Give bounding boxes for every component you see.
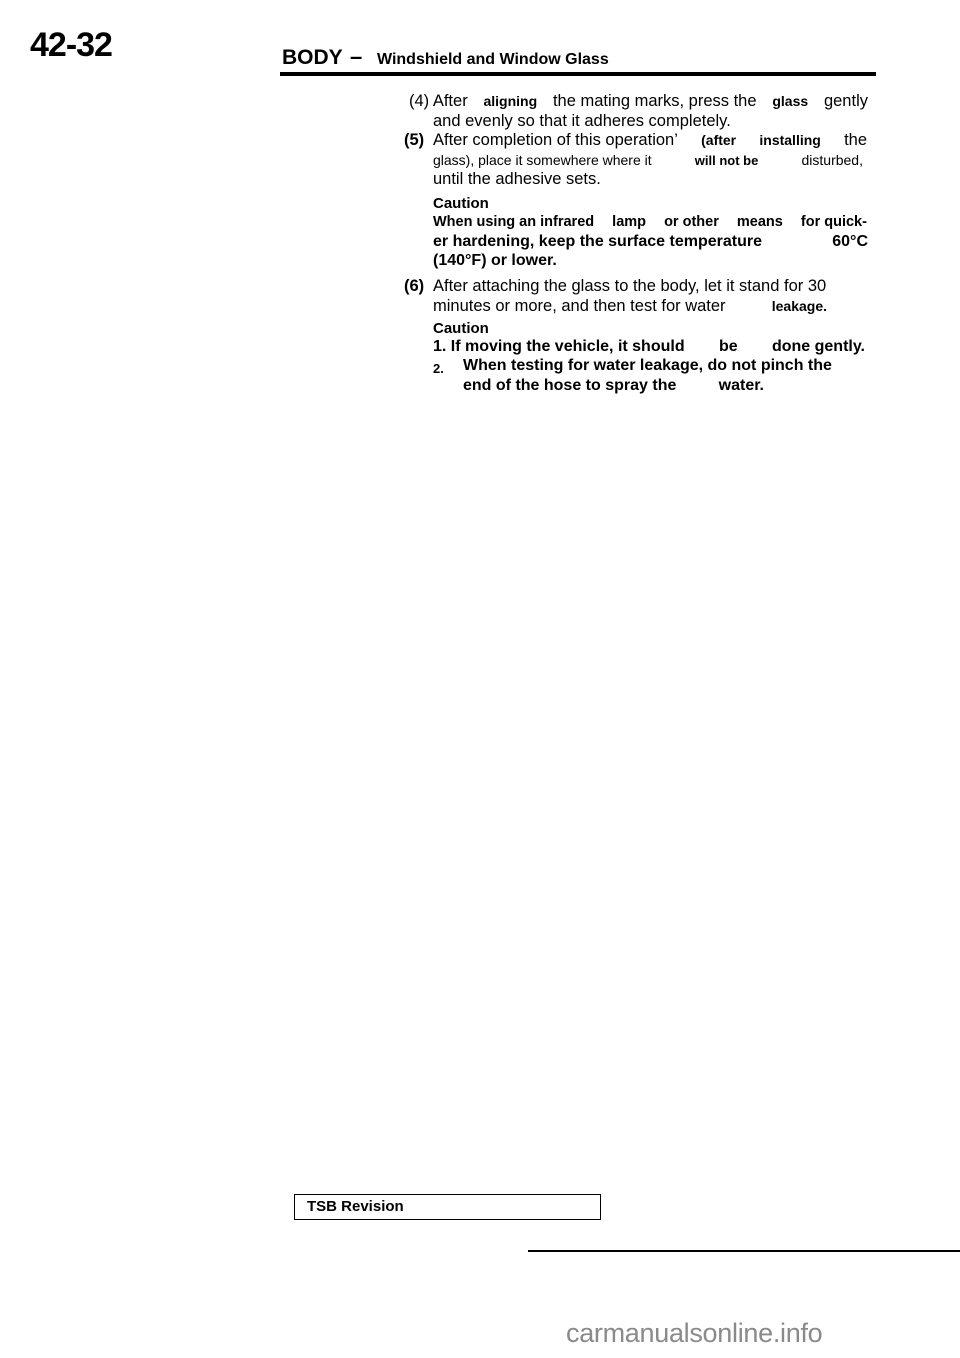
step-6-number: (6): [404, 277, 425, 295]
step-6-line-1: After attaching the glass to the body, l…: [433, 277, 827, 295]
caution-1-line-2: er hardening, keep the surface temperatu…: [433, 233, 868, 250]
page-number: 42-32: [30, 26, 113, 64]
header-rule: [280, 72, 876, 76]
step-5-line-1: After completion of this operation’ (aft…: [433, 131, 867, 149]
caution-2-item-2-number: 2.: [433, 361, 444, 376]
section-subtitle: Windshield and Window Glass: [377, 51, 609, 68]
step-4-line-1: (4) After aligning the mating marks, pre…: [409, 92, 868, 110]
step-5-number: (5): [404, 131, 425, 149]
step-5-line-3: until the adhesive sets.: [433, 170, 601, 188]
footer-rule: [528, 1250, 960, 1252]
step-6-line-2: minutes or more, and then test for water…: [433, 297, 827, 315]
step-5-line-2: glass), place it somewhere where it will…: [433, 152, 863, 168]
caution-heading: Caution: [433, 320, 489, 337]
caution-1-line-3: (140°F) or lower.: [433, 252, 557, 269]
section-title: BODY: [282, 46, 343, 69]
tsb-revision-box: TSB Revision: [294, 1194, 601, 1220]
caution-2-item-1: 1. If moving the vehicle, it should be d…: [433, 338, 865, 355]
watermark: carmanualsonline.info: [566, 1318, 823, 1348]
step-4-line-2: and evenly so that it adheres completely…: [433, 112, 731, 130]
caution-2-item-2-line-1: When testing for water leakage, do not p…: [463, 357, 832, 374]
caution-1-line-1: When using an infrared lamp or other mea…: [433, 214, 867, 230]
caution-heading: Caution: [433, 195, 489, 212]
caution-2-item-2-line-2: end of the hose to spray the water.: [463, 377, 764, 394]
header-dash: –: [350, 44, 363, 69]
